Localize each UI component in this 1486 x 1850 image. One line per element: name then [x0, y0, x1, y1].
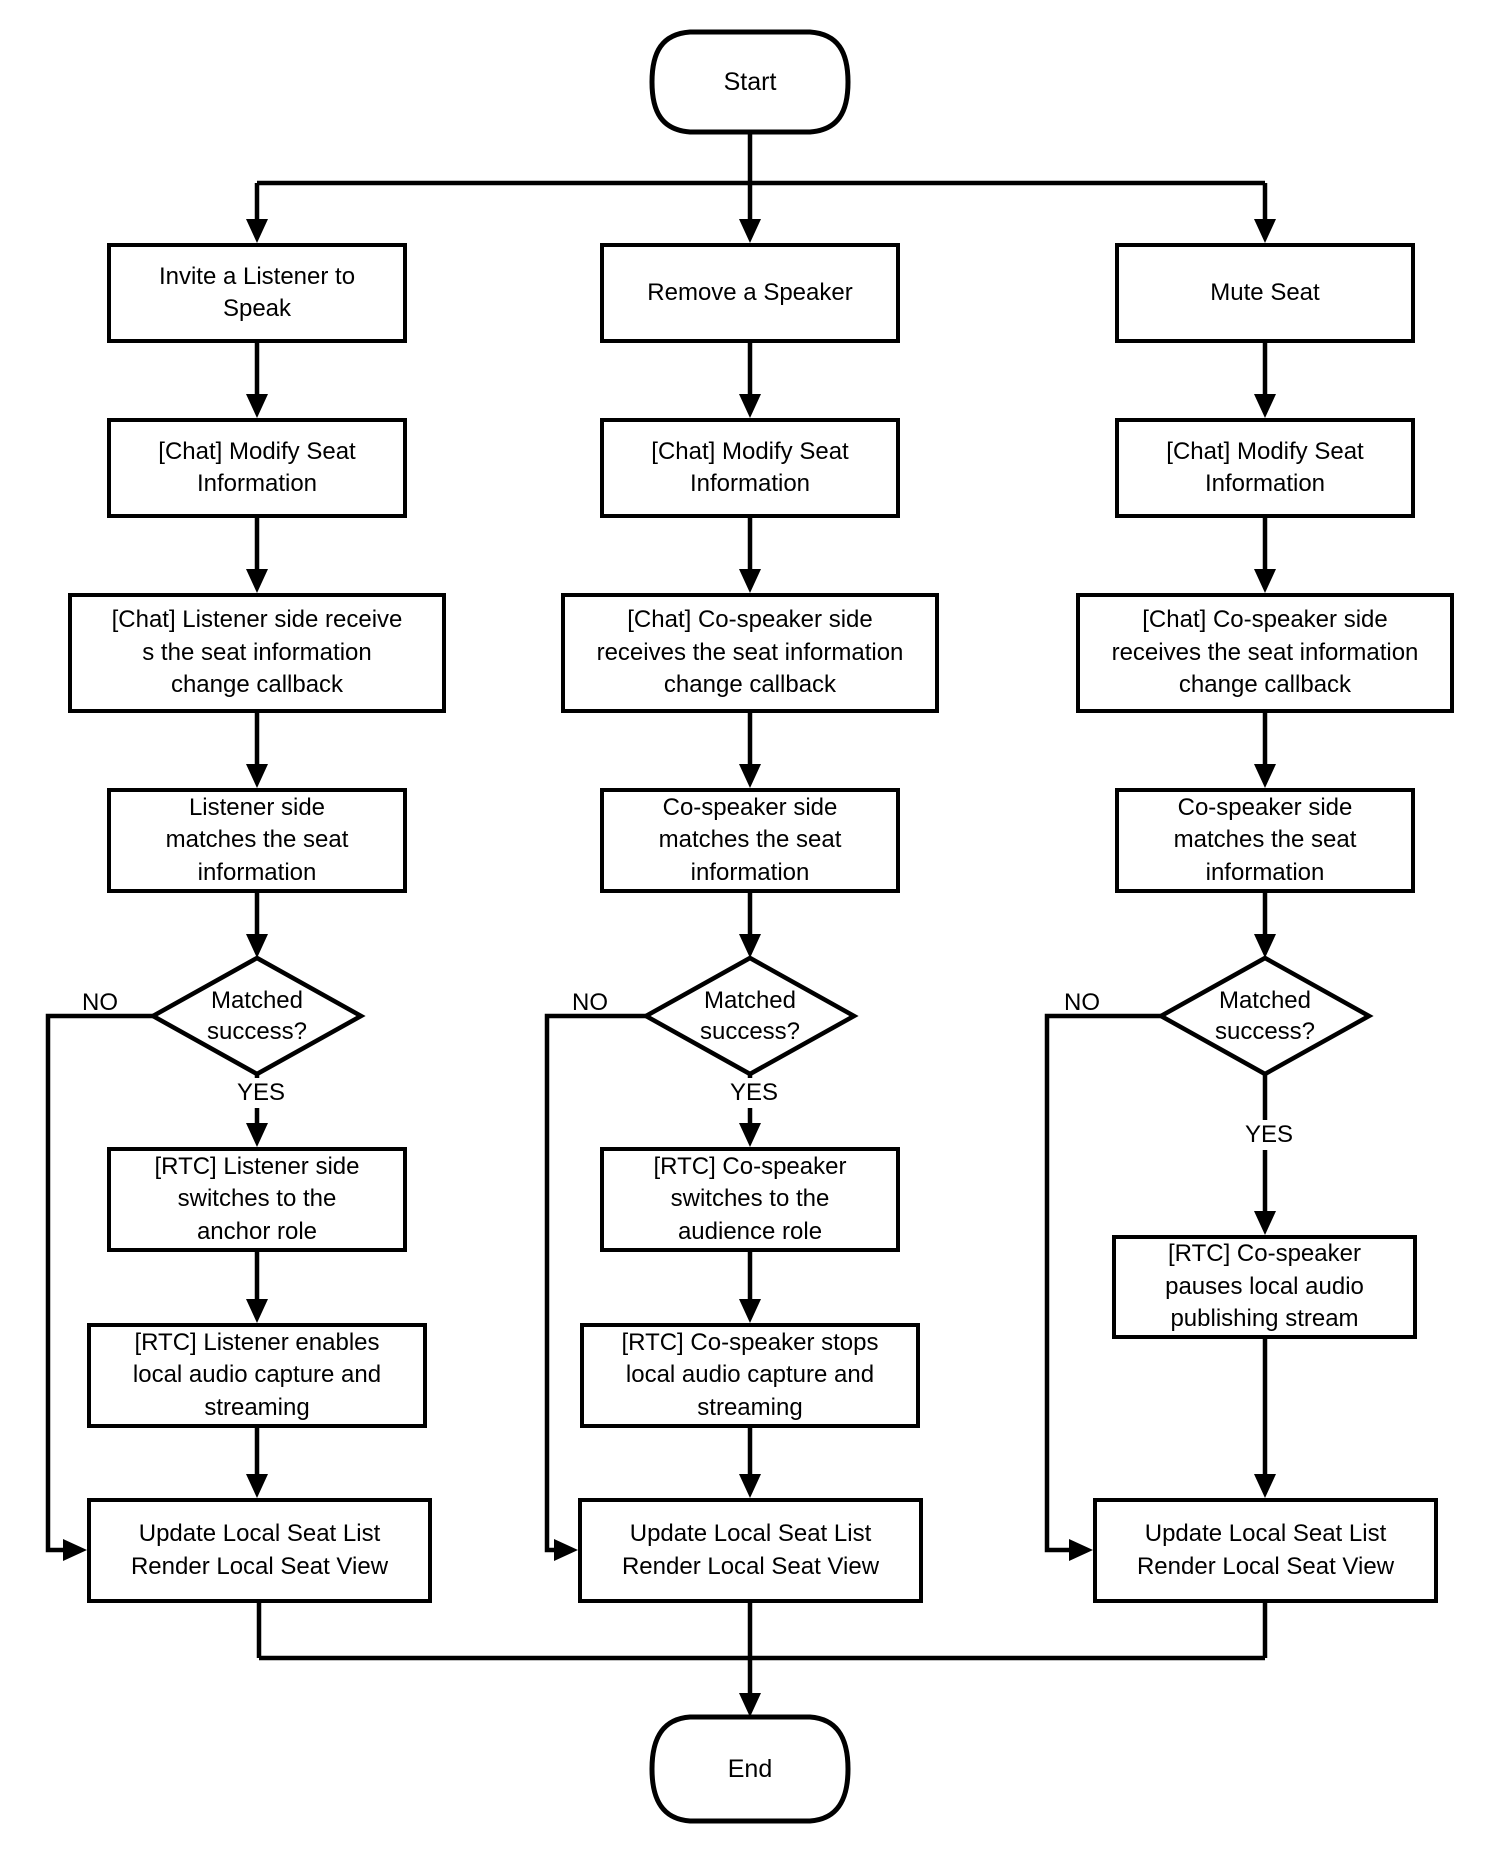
- arrowhead: [739, 394, 761, 418]
- connector-c1-no-loop: [45, 1013, 153, 1553]
- no-label-3: NO: [1064, 989, 1100, 1016]
- rtc-switch-audience-box: [RTC] Co-speaker switches to the audienc…: [600, 1147, 900, 1252]
- rtc-switch-anchor-box: [RTC] Listener side switches to the anch…: [107, 1147, 407, 1252]
- arrowhead: [739, 569, 761, 593]
- end-terminator-shape: [649, 1714, 851, 1824]
- no-label-1: NO: [82, 989, 118, 1016]
- modify-seat-box-1: [Chat] Modify Seat Information: [107, 418, 407, 518]
- remove-speaker-box: Remove a Speaker: [600, 243, 900, 343]
- rtc-pause-audio-box: [RTC] Co-speaker pauses local audio publ…: [1112, 1235, 1417, 1339]
- arrowhead: [246, 1474, 268, 1498]
- matched-success-label-2: Matched success?: [699, 986, 801, 1045]
- arrowhead: [246, 569, 268, 593]
- rtc-enable-audio-box: [RTC] Listener enables local audio captu…: [87, 1323, 427, 1428]
- update-seat-box-3: Update Local Seat List Render Local Seat…: [1093, 1498, 1438, 1603]
- connector-c2-no-loop: [544, 1013, 646, 1553]
- arrowhead: [1254, 1474, 1276, 1498]
- invite-listener-box: Invite a Listener to Speak: [107, 243, 407, 343]
- arrowhead: [1254, 219, 1276, 243]
- arrowhead: [246, 1299, 268, 1323]
- yes-label-3: YES: [1225, 1120, 1313, 1150]
- no-label-2: NO: [572, 989, 608, 1016]
- arrowhead-no-3: [1069, 1539, 1093, 1561]
- start-node: Start: [723, 67, 777, 96]
- arrowhead: [1254, 569, 1276, 593]
- modify-seat-box-2: [Chat] Modify Seat Information: [600, 418, 900, 518]
- arrowhead: [739, 219, 761, 243]
- yes-label-2: YES: [710, 1078, 798, 1108]
- yes-label-1: YES: [217, 1078, 305, 1108]
- arrowhead: [739, 934, 761, 958]
- matched-success-diamond-3: [1156, 955, 1374, 1077]
- start-terminator-shape: [649, 29, 851, 135]
- mute-seat-box: Mute Seat: [1115, 243, 1415, 343]
- receive-callback-box-2: [Chat] Co-speaker side receives the seat…: [561, 593, 939, 713]
- end-node: End: [727, 1754, 773, 1783]
- arrowhead: [739, 1693, 761, 1717]
- match-seat-box-3: Co-speaker side matches the seat informa…: [1115, 788, 1415, 893]
- arrowhead: [739, 1299, 761, 1323]
- matched-success-diamond-2: [641, 955, 859, 1077]
- arrowhead: [739, 1474, 761, 1498]
- arrowhead-no-1: [63, 1539, 87, 1561]
- arrowhead: [246, 1123, 268, 1147]
- update-seat-box-1: Update Local Seat List Render Local Seat…: [87, 1498, 432, 1603]
- arrowhead: [246, 934, 268, 958]
- matched-success-label-3: Matched success?: [1214, 986, 1316, 1045]
- arrowhead: [1254, 934, 1276, 958]
- matched-success-diamond-1: [148, 955, 366, 1077]
- receive-callback-box-3: [Chat] Co-speaker side receives the seat…: [1076, 593, 1454, 713]
- arrowhead: [1254, 394, 1276, 418]
- arrowhead: [1254, 1211, 1276, 1235]
- arrowhead: [739, 764, 761, 788]
- connector-c3-no-loop: [1044, 1013, 1161, 1553]
- match-seat-box-1: Listener side matches the seat informati…: [107, 788, 407, 893]
- rtc-stop-audio-box: [RTC] Co-speaker stops local audio captu…: [580, 1323, 920, 1428]
- modify-seat-box-3: [Chat] Modify Seat Information: [1115, 418, 1415, 518]
- update-seat-box-2: Update Local Seat List Render Local Seat…: [578, 1498, 923, 1603]
- receive-callback-box-1: [Chat] Listener side receive s the seat …: [68, 593, 446, 713]
- arrowhead: [739, 1123, 761, 1147]
- match-seat-box-2: Co-speaker side matches the seat informa…: [600, 788, 900, 893]
- arrowhead: [246, 394, 268, 418]
- matched-success-label-1: Matched success?: [206, 986, 308, 1045]
- arrowhead: [246, 764, 268, 788]
- arrowhead: [246, 219, 268, 243]
- arrowhead: [1254, 764, 1276, 788]
- arrowhead-no-2: [554, 1539, 578, 1561]
